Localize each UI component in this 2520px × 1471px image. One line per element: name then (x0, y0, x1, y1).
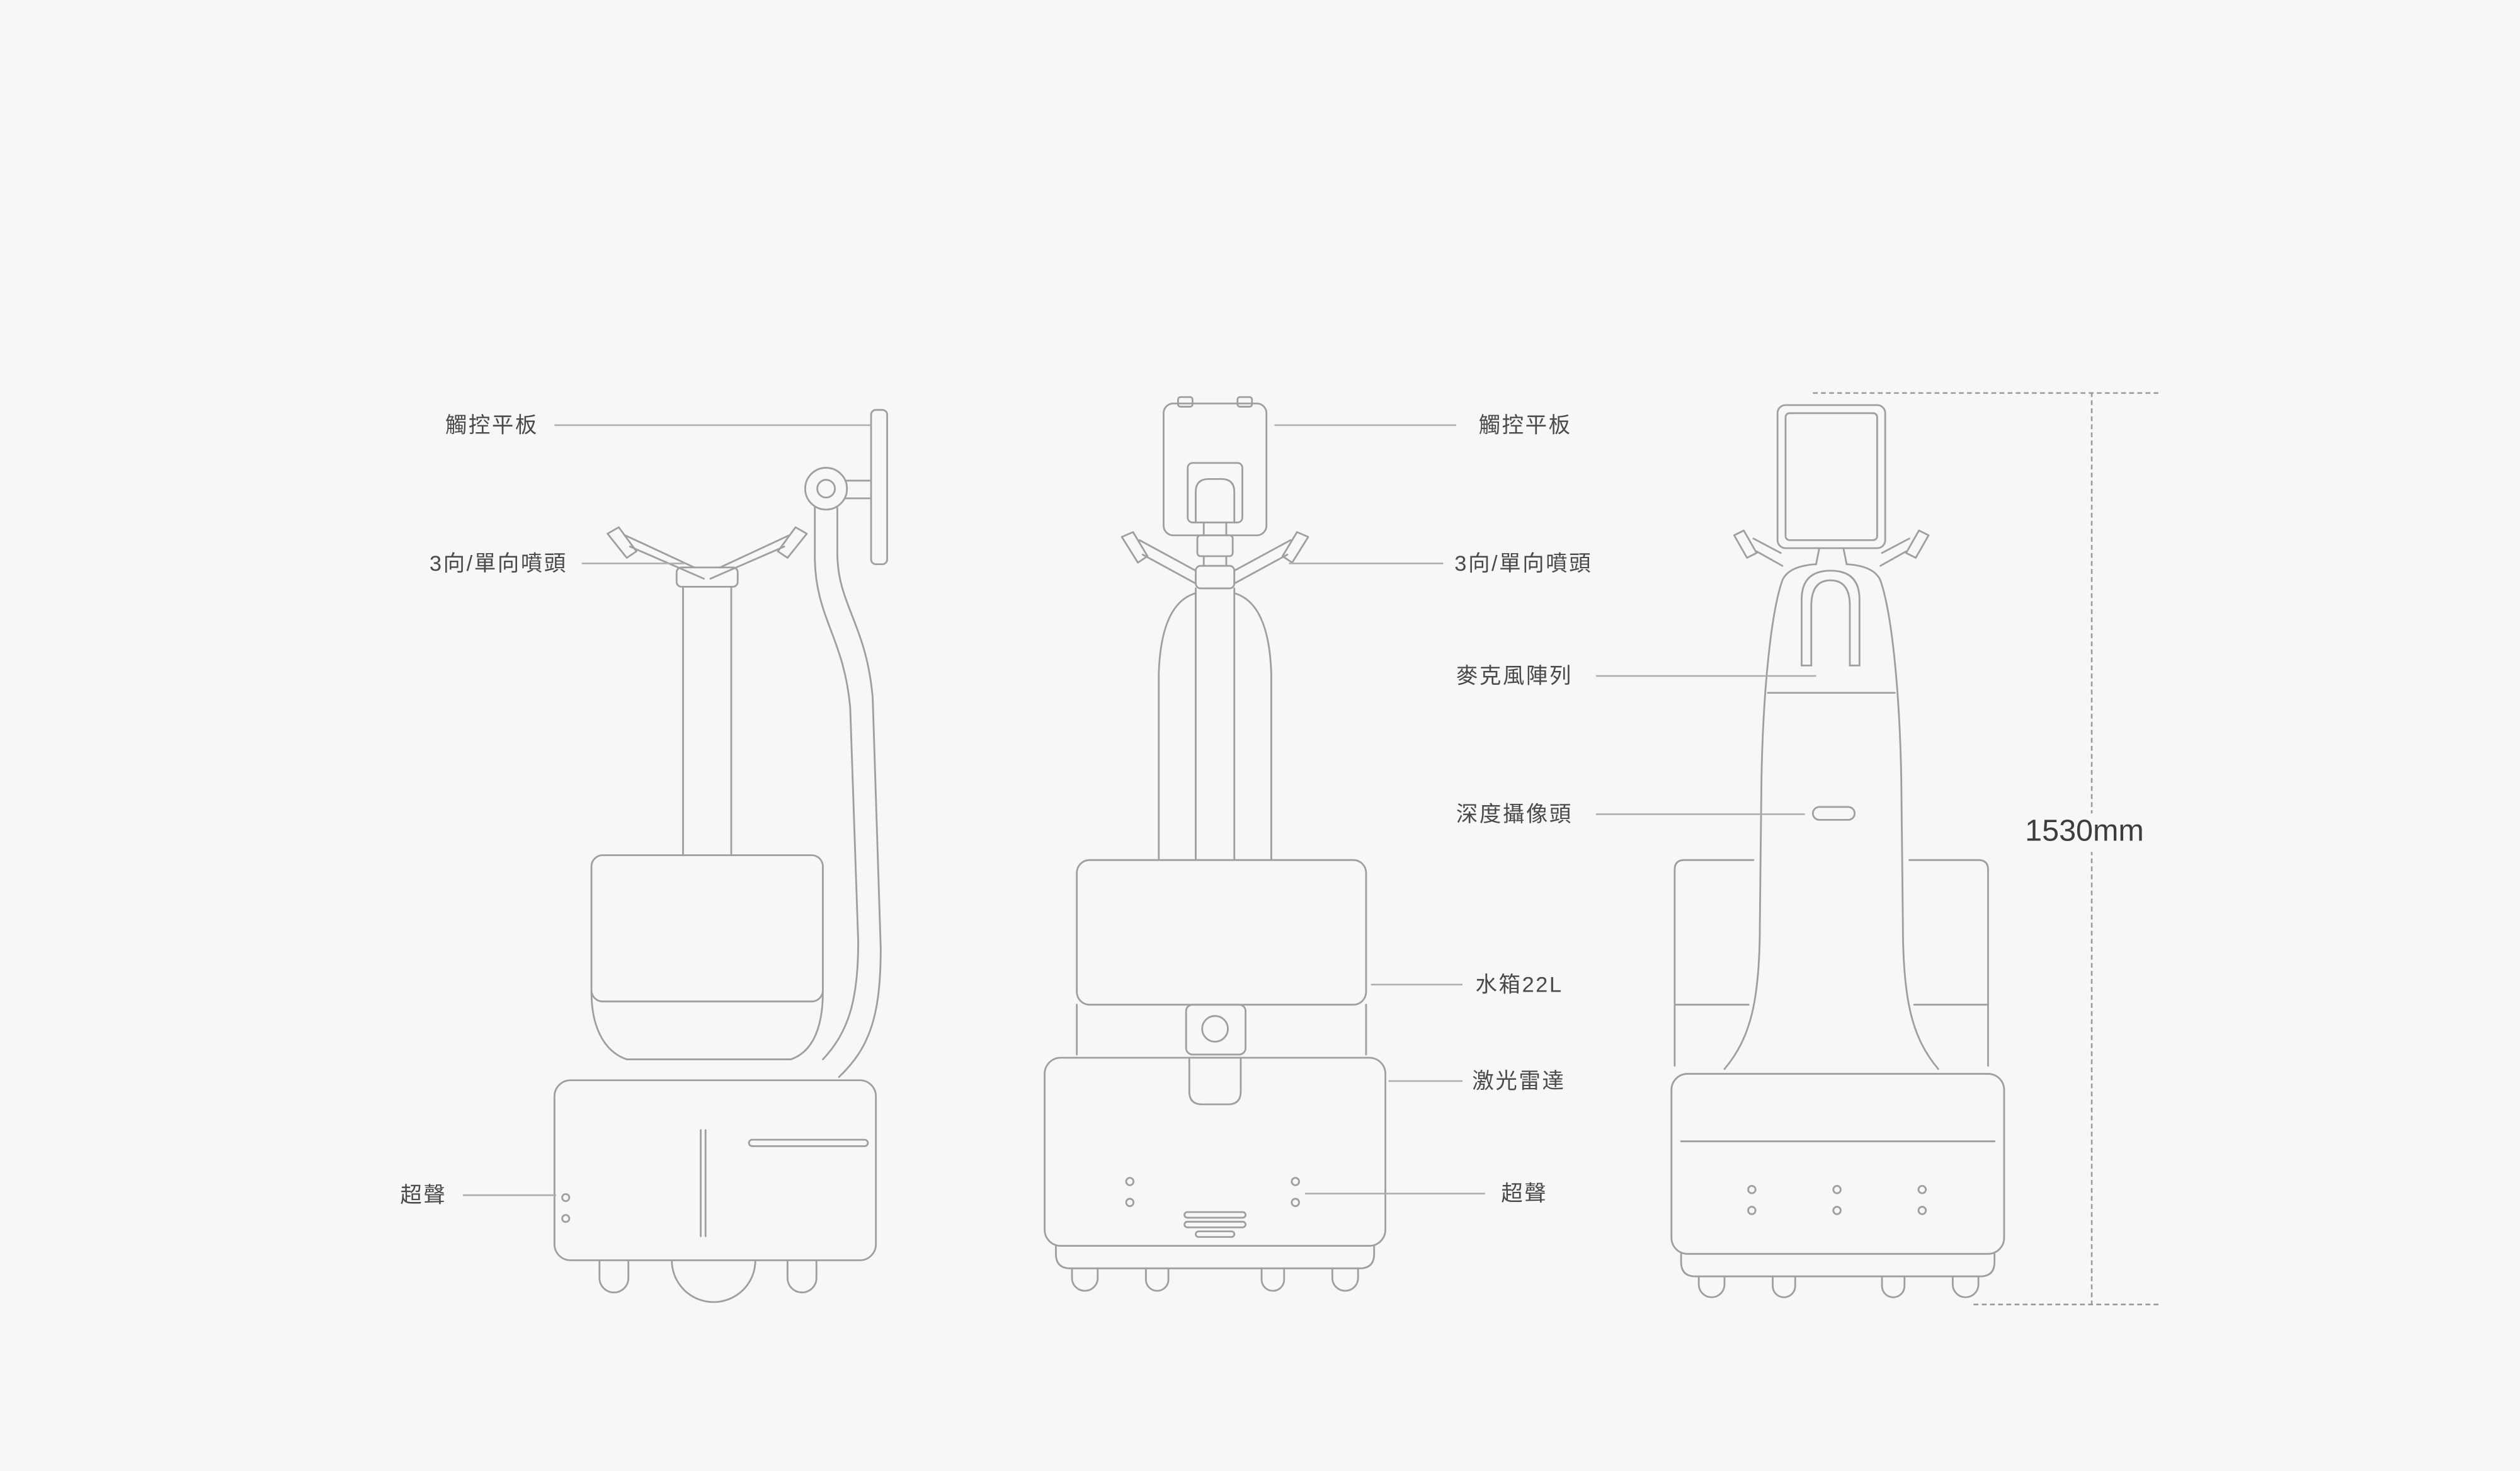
leader-front-ultrasonic (1304, 1193, 1485, 1194)
dimension-line-bottom (1973, 1303, 2158, 1305)
front-view-drawing (1044, 396, 1386, 1292)
side-handle-tube-part (814, 505, 882, 1079)
side-chassis-part (553, 1079, 877, 1261)
back-view-drawing (1670, 404, 2005, 1298)
leader-front-lidar (1388, 1080, 1463, 1082)
label-front-touch-tablet: 觸控平板 (1478, 413, 1572, 438)
side-touch-tablet-part (804, 409, 888, 566)
label-back-mic-array: 麥克風陣列 (1456, 663, 1573, 689)
back-depth-camera-part (1811, 806, 1856, 821)
label-back-depth-camera: 深度攝像頭 (1456, 802, 1573, 827)
back-wheels-part (1680, 1252, 1996, 1298)
side-spray-nozzle-part (607, 526, 808, 856)
dimension-height-label: 1530mm (2018, 813, 2150, 852)
label-side-spray-nozzle: 3向/單向噴頭 (429, 551, 567, 576)
leader-front-touch-tablet (1274, 424, 1456, 426)
front-column-part (1158, 587, 1272, 861)
back-spray-nozzle-part (1733, 529, 1930, 567)
label-front-lidar: 激光雷達 (1472, 1068, 1566, 1094)
leader-side-spray-nozzle (581, 563, 685, 564)
leader-back-mic-array (1595, 675, 1816, 677)
dimension-line-top (1813, 392, 2158, 394)
front-water-tank-part (1076, 859, 1367, 1056)
label-front-water-tank: 水箱22L (1475, 972, 1563, 997)
back-water-tank-part (1673, 859, 1989, 1067)
label-front-spray-nozzle: 3向/單向噴頭 (1454, 551, 1593, 576)
leader-front-water-tank (1371, 983, 1463, 986)
front-wheels-part (1055, 1245, 1376, 1292)
leader-side-ultrasonic (462, 1194, 556, 1196)
front-touch-tablet-part (1163, 396, 1268, 537)
back-column-part (1723, 563, 1939, 1070)
back-chassis-part (1670, 1073, 2005, 1255)
label-side-touch-tablet: 觸控平板 (445, 413, 539, 438)
front-chassis-part (1044, 1056, 1386, 1247)
side-water-tank-part (590, 854, 824, 1060)
label-side-ultrasonic: 超聲 (400, 1183, 447, 1208)
front-spray-nozzle-part (1120, 531, 1309, 590)
leader-back-depth-camera (1595, 813, 1805, 815)
back-touch-tablet-part (1776, 404, 1886, 566)
side-view-drawing (553, 409, 888, 1303)
leader-front-spray-nozzle (1289, 563, 1444, 564)
side-wheels-part (598, 1259, 818, 1303)
leader-side-touch-tablet (554, 424, 872, 426)
label-front-ultrasonic: 超聲 (1501, 1181, 1548, 1206)
